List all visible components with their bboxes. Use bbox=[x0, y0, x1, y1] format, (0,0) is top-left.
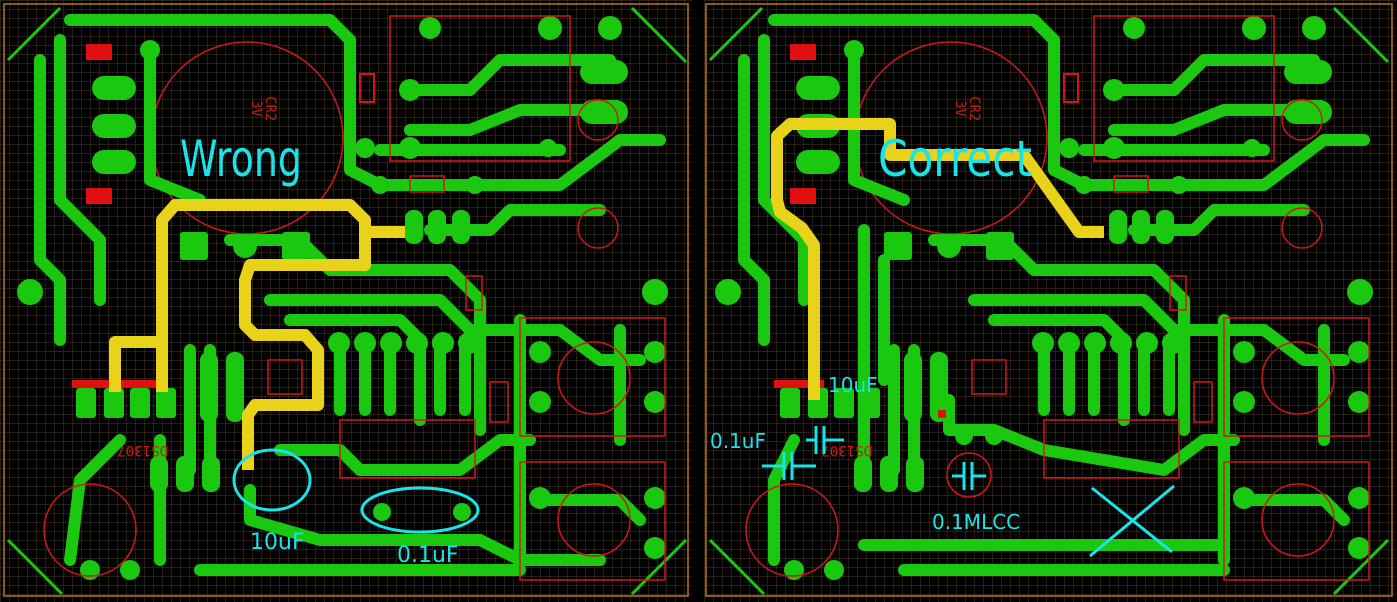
highlight-trace-wrong bbox=[109, 199, 405, 470]
verdict-wrong: Wrong bbox=[180, 130, 302, 188]
battery-label: CR2 bbox=[966, 96, 982, 121]
highlight-trace-correct bbox=[771, 118, 1104, 400]
pads bbox=[17, 16, 668, 580]
label-10uf: 10uF bbox=[250, 530, 305, 555]
battery-voltage: 3V bbox=[248, 100, 264, 117]
removed-cross-mark bbox=[1089, 484, 1175, 558]
silkscreen bbox=[745, 15, 1370, 581]
silkscreen bbox=[43, 15, 666, 581]
pcb-right-svg: CR2 3V DS1307 Correct 10uF 0.1uF 0.1MLCC bbox=[704, 0, 1396, 602]
capacitor-symbols bbox=[762, 426, 986, 490]
verdict-correct: Correct bbox=[878, 130, 1032, 188]
label-01uf: 0.1uF bbox=[397, 543, 459, 568]
pcb-board-correct: CR2 3V DS1307 Correct 10uF 0.1uF 0.1MLCC bbox=[704, 0, 1396, 602]
battery-label: CR2 bbox=[262, 96, 278, 121]
pcb-board-wrong: CR2 3V DS1307 Wrong 10uF 0.1uF bbox=[0, 0, 692, 602]
label-10uf: 10uF bbox=[828, 373, 878, 397]
label-mlcc: 0.1MLCC bbox=[932, 510, 1020, 534]
pcb-left-svg: CR2 3V DS1307 Wrong 10uF 0.1uF bbox=[0, 0, 692, 602]
battery-voltage: 3V bbox=[952, 100, 968, 117]
highlight-10uf-circle bbox=[232, 448, 312, 512]
label-01uf: 0.1uF bbox=[710, 429, 766, 453]
ic-label: DS1307 bbox=[821, 442, 872, 458]
highlight-01uf-circle bbox=[360, 486, 480, 534]
ic-label: DS1307 bbox=[117, 442, 168, 458]
